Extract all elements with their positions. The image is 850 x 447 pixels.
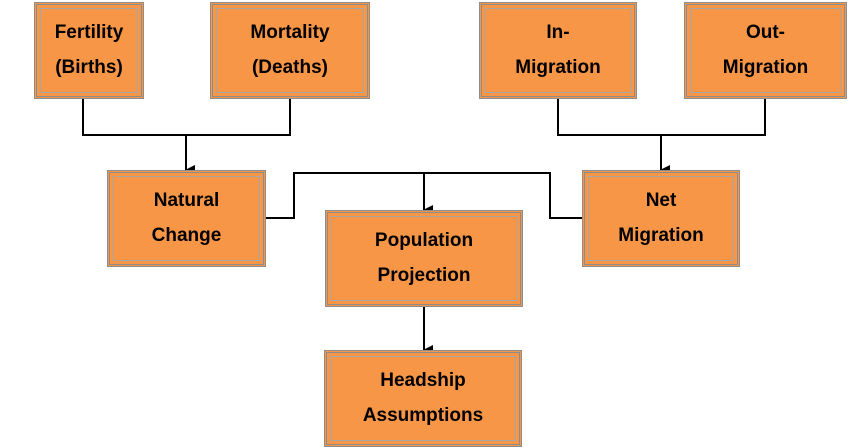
connector-in-out-to-net-migration [557,99,766,136]
natural-change-label-line1: Natural [153,189,220,211]
mortality-label-line1: Mortality [250,21,330,43]
in-migration-label-line1: In- [546,21,570,43]
population-projection-box: Population Projection [325,210,523,307]
net-migration-label-line1: Net [645,189,677,211]
fertility-label-line2: (Births) [55,57,123,79]
out-migration-box: Out- Migration [684,2,847,99]
population-projection-label-line2: Projection [377,265,471,287]
mortality-label-line2: (Deaths) [251,57,328,79]
connector-births-deaths-to-natural-change [82,99,291,136]
natural-change-label-line2: Change [151,225,222,247]
headship-assumptions-label-line2: Assumptions [362,405,484,427]
net-migration-box: Net Migration [582,170,740,267]
mortality-box: Mortality (Deaths) [210,2,370,99]
headship-assumptions-box: Headship Assumptions [324,350,522,447]
in-migration-label-line2: Migration [515,57,601,79]
fertility-box: Fertility (Births) [34,2,144,99]
connector-lines [82,99,766,355]
net-migration-label-line2: Migration [618,225,704,247]
natural-change-box: Natural Change [107,170,266,267]
population-projection-label-line1: Population [374,229,474,251]
flow-diagram: Fertility (Births) Mortality (Deaths) In… [34,2,847,447]
fertility-label-line1: Fertility [54,21,124,43]
headship-assumptions-label-line1: Headship [380,369,466,391]
out-migration-label-line1: Out- [745,21,786,43]
in-migration-box: In- Migration [479,2,637,99]
out-migration-label-line2: Migration [722,57,809,79]
connector-components-to-projection [266,172,582,219]
